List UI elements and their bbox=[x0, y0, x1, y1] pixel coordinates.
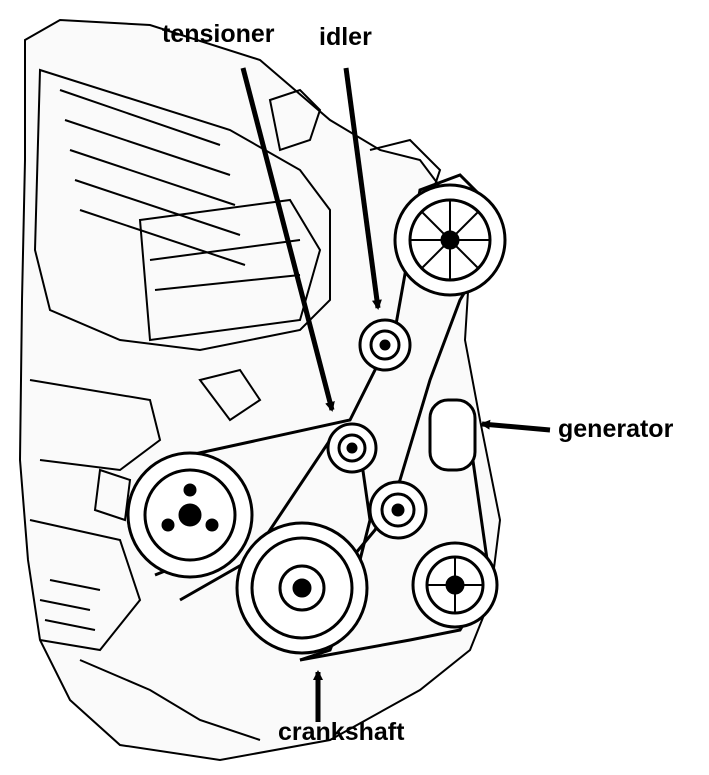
generator-arrow bbox=[480, 419, 551, 433]
crankshaft-pulley bbox=[235, 521, 369, 655]
idler-label: idler bbox=[319, 23, 372, 51]
left-pulley bbox=[126, 451, 254, 579]
crankshaft-label: crankshaft bbox=[278, 718, 405, 746]
generator-body bbox=[428, 398, 477, 472]
tensioner-label: tensioner bbox=[162, 20, 275, 48]
generator-pulley bbox=[411, 541, 499, 629]
idler-pulley bbox=[358, 318, 412, 372]
tensioner-arrow bbox=[240, 67, 335, 412]
tensioner-pulley bbox=[326, 422, 378, 474]
lower-idler-pulley bbox=[368, 480, 428, 540]
generator-label: generator bbox=[558, 415, 674, 443]
idler-arrow bbox=[343, 67, 382, 310]
pulley-top-right bbox=[393, 183, 507, 297]
leader-arrows bbox=[240, 67, 551, 722]
